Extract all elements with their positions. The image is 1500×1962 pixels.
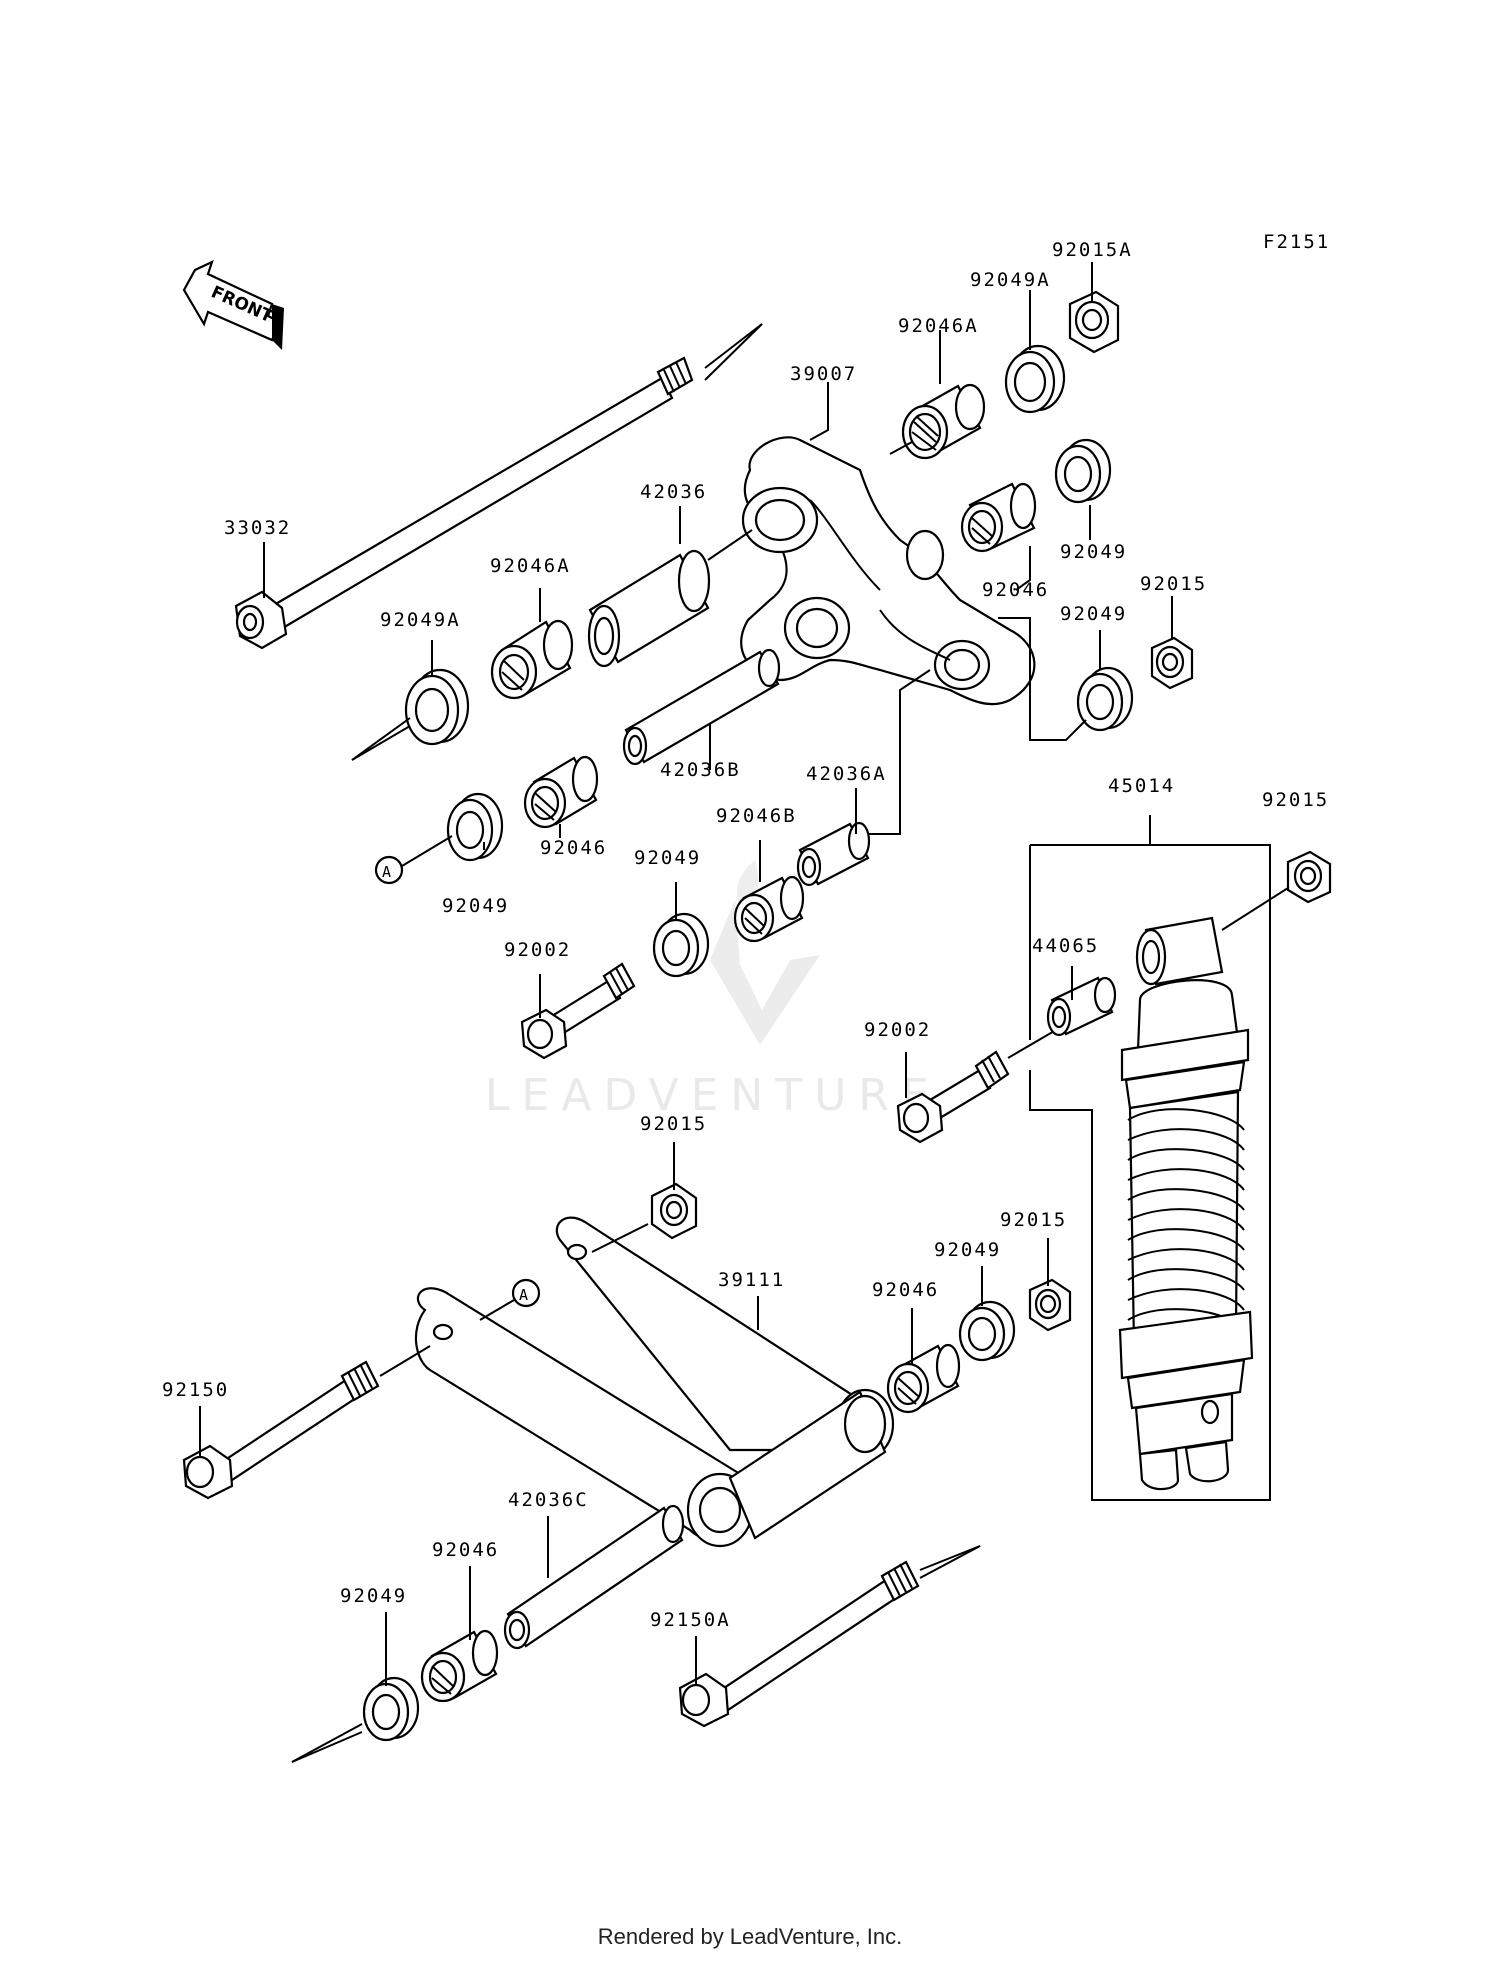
callout-92049-r2: 92049: [1060, 603, 1127, 625]
callout-39007: 39007: [790, 363, 857, 385]
figure-code: F2151: [1263, 231, 1330, 253]
callout-92150A: 92150A: [650, 1609, 731, 1631]
bolt-33032: [234, 356, 694, 650]
callout-92015-low: 92015: [1000, 1209, 1067, 1231]
bolt-92002-right: [896, 1050, 1010, 1144]
washer-92049-bottom: [362, 1676, 420, 1742]
callout-92049-m: 92049: [634, 847, 701, 869]
bearing-92046A-left: [490, 619, 574, 700]
callout-92046-l: 92046: [540, 837, 607, 859]
watermark-text: LEADVENTURE: [485, 1070, 941, 1121]
bolt-92002-left: [520, 962, 636, 1060]
sleeve-42036B: [622, 648, 781, 766]
bolt-92150: [182, 1360, 380, 1500]
callout-42036B: 42036B: [660, 759, 741, 781]
callout-42036C: 42036C: [508, 1489, 589, 1511]
callout-42036A: 42036A: [806, 763, 887, 785]
nut-92015-shock: [1286, 850, 1332, 904]
callout-92002-l: 92002: [504, 939, 571, 961]
footer-credit: Rendered by LeadVenture, Inc.: [597, 1924, 903, 1949]
washer-92049A-top: [1004, 344, 1066, 414]
sleeve-42036A: [796, 821, 871, 887]
callout-92049-l: 92049: [442, 895, 509, 917]
nut-92015A: [1068, 290, 1120, 354]
ref-A-label-2: A: [519, 1286, 528, 1304]
callout-92046A-top: 92046A: [898, 315, 979, 337]
washer-92049-left: [446, 792, 504, 862]
callout-39111: 39111: [718, 1269, 785, 1291]
callout-92015-shock: 92015: [1262, 789, 1329, 811]
collar-44065: [1046, 976, 1117, 1037]
callout-92049-bot: 92049: [340, 1585, 407, 1607]
sleeve-42036: [587, 549, 711, 668]
bearing-92046-low: [886, 1343, 961, 1414]
callout-92015-link: 92015: [640, 1113, 707, 1135]
callout-92046-bot: 92046: [432, 1539, 499, 1561]
washer-92049A-left: [404, 668, 470, 746]
washer-92049-right1: [1054, 438, 1112, 504]
callout-92049A-l: 92049A: [380, 609, 461, 631]
rocker-arm-39007: [740, 436, 1036, 706]
callout-92049A-top: 92049A: [970, 269, 1051, 291]
front-arrow-icon: FRONT: [182, 259, 284, 350]
ref-A-circle-1: [374, 855, 404, 885]
nut-92015-link: [650, 1182, 698, 1240]
sleeve-42036C: [503, 1504, 685, 1650]
bolt-92150A: [678, 1560, 920, 1728]
callout-92046B: 92046B: [716, 805, 797, 827]
callout-42036: 42036: [640, 481, 707, 503]
callout-92046A-l: 92046A: [490, 555, 571, 577]
bearing-92046-bottom: [420, 1629, 499, 1703]
washer-92049-mid: [652, 912, 710, 978]
washer-92049-right2: [1076, 666, 1134, 732]
watermark: LEADVENTURE: [485, 860, 941, 1121]
callout-92046-r: 92046: [982, 579, 1049, 601]
callout-92049-low: 92049: [934, 1239, 1001, 1261]
washer-92049-low: [958, 1300, 1016, 1362]
bearing-92046-left: [523, 755, 599, 829]
callout-92046-low: 92046: [872, 1279, 939, 1301]
shock-absorber-45014: [1118, 916, 1254, 1491]
bearing-92046-right: [960, 482, 1037, 553]
bearing-92046A-top: [901, 383, 986, 460]
callout-45014: 45014: [1108, 775, 1175, 797]
callout-92002-r: 92002: [864, 1019, 931, 1041]
nut-92015-low: [1028, 1278, 1072, 1332]
ref-A-circle-2: [511, 1278, 541, 1308]
tie-rod-39111: [414, 1216, 895, 1548]
callout-44065: 44065: [1032, 935, 1099, 957]
ref-A-label-1: A: [382, 863, 391, 881]
callout-92015-r: 92015: [1140, 573, 1207, 595]
callout-33032: 33032: [224, 517, 291, 539]
bearing-92046B: [733, 875, 805, 943]
callout-92150: 92150: [162, 1379, 229, 1401]
nut-92015-right: [1150, 636, 1194, 690]
callout-92049-r1: 92049: [1060, 541, 1127, 563]
callout-92015A: 92015A: [1052, 239, 1133, 261]
